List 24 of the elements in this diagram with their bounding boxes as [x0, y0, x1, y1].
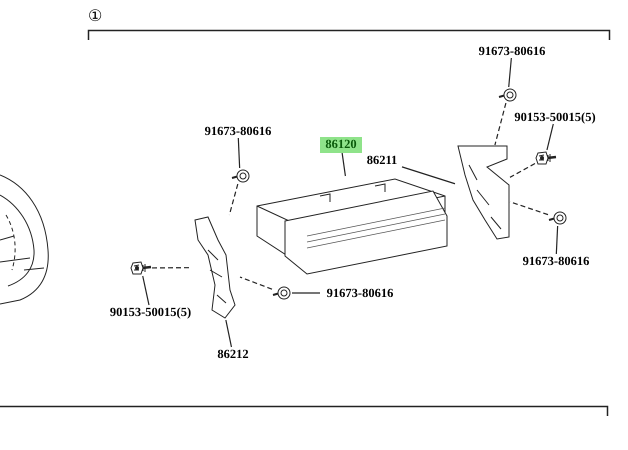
leader-line — [402, 166, 456, 184]
assembly-line — [510, 201, 548, 216]
leader-line — [238, 138, 240, 168]
leader-line — [546, 124, 554, 150]
assembly-line — [240, 276, 272, 290]
assembly-line — [494, 102, 506, 146]
part-number: 86120 — [320, 137, 362, 153]
assembly-line — [510, 163, 536, 178]
leader-line — [556, 226, 558, 254]
leader-line — [225, 320, 232, 348]
leader-line — [508, 58, 512, 88]
leader-line — [292, 292, 320, 294]
assembly-line — [152, 267, 190, 269]
part-number: 91673-80616 — [472, 44, 552, 58]
part-number: 86211 — [362, 153, 402, 168]
part-number: 91673-80616 — [515, 254, 597, 268]
callout-number: ① — [88, 7, 102, 26]
part-number: 91673-80616 — [198, 124, 278, 138]
part-number: 90153-50015(5) — [103, 305, 198, 319]
leader-line — [142, 276, 150, 306]
part-number: 86212 — [212, 347, 254, 362]
part-number: 91673-80616 — [320, 286, 400, 300]
leader-line — [342, 152, 346, 176]
part-number: 90153-50015(5) — [508, 110, 602, 124]
